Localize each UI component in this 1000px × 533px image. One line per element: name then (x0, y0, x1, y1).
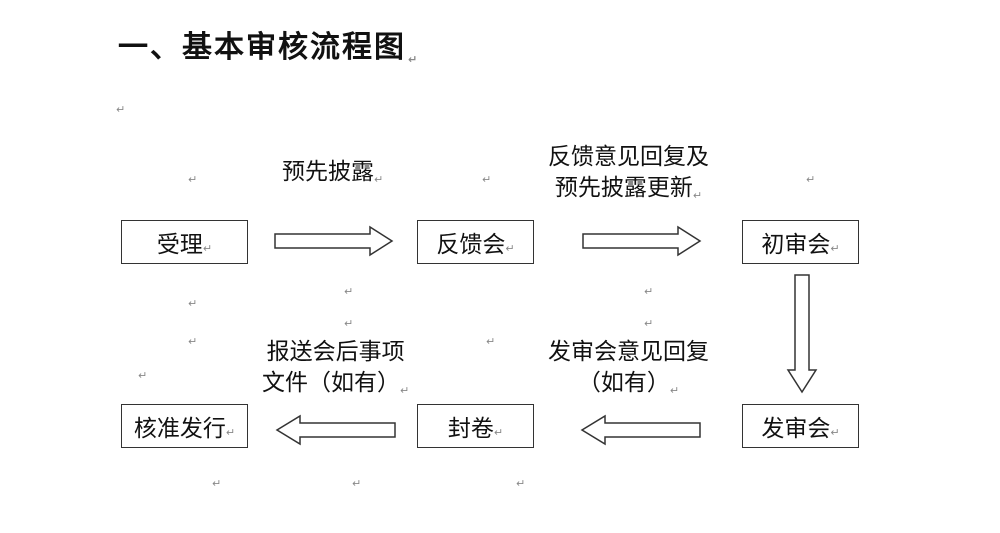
edge-label-line: 反馈意见回复及 (548, 144, 709, 170)
page-title: 一、基本审核流程图↵ (118, 30, 420, 66)
right-arrow-icon (582, 225, 702, 257)
edge-label-baosong: 报送会后事项 文件（如有）↵ (262, 337, 409, 399)
paragraph-mark: ↵ (202, 241, 213, 255)
paragraph-mark: ↵ (188, 297, 198, 310)
node-label: 反馈会 (436, 232, 506, 258)
paragraph-mark: ↵ (212, 477, 222, 490)
paragraph-mark: ↵ (400, 384, 410, 397)
edge-label-yuxian-pilu: 预先披露↵ (282, 159, 384, 186)
node-fashenhui: 发审会↵ (742, 404, 859, 448)
paragraph-mark: ↵ (344, 317, 354, 330)
paragraph-mark: ↵ (806, 173, 816, 186)
edge-label-line: 发审会意见回复 (548, 339, 709, 365)
node-label: 发审会 (761, 416, 831, 442)
down-arrow-icon (786, 274, 818, 394)
paragraph-mark: ↵ (188, 335, 198, 348)
paragraph-mark: ↵ (644, 317, 654, 330)
paragraph-mark: ↵ (669, 384, 680, 397)
node-label: 封卷 (447, 416, 494, 442)
edge-label-line: （如有）↵ (577, 370, 680, 397)
edge-label-line: 文件（如有）↵ (262, 370, 410, 397)
left-arrow-icon (275, 414, 396, 446)
paragraph-mark: ↵ (374, 173, 384, 186)
paragraph-mark: ↵ (116, 103, 126, 116)
edge-label-fankui-huifu: 反馈意见回复及 预先披露更新↵ (548, 142, 709, 204)
paragraph-mark: ↵ (482, 173, 492, 186)
node-shouli: 受理↵ (121, 220, 248, 264)
paragraph-mark: ↵ (516, 477, 526, 490)
paragraph-mark: ↵ (138, 369, 148, 382)
paragraph-mark: ↵ (408, 53, 420, 66)
right-arrow-icon (274, 225, 394, 257)
paragraph-mark: ↵ (493, 425, 504, 439)
paragraph-mark: ↵ (188, 173, 198, 186)
paragraph-mark: ↵ (830, 425, 840, 439)
left-arrow-icon (580, 414, 701, 446)
node-label: 初审会 (761, 232, 831, 258)
node-label: 核准发行 (133, 416, 226, 442)
node-hezhunfaxing: 核准发行↵ (121, 404, 248, 448)
paragraph-mark: ↵ (225, 425, 236, 439)
paragraph-mark: ↵ (830, 241, 840, 255)
paragraph-mark: ↵ (344, 285, 354, 298)
node-fengjuan: 封卷↵ (417, 404, 534, 448)
edge-label-line: 预先披露更新↵ (554, 175, 703, 202)
node-fankuihui: 反馈会↵ (417, 220, 534, 264)
node-chushenhui: 初审会↵ (742, 220, 859, 264)
paragraph-mark: ↵ (692, 189, 703, 202)
paragraph-mark: ↵ (352, 477, 362, 490)
node-label: 受理 (156, 232, 203, 258)
edge-label-line: 报送会后事项 (266, 339, 405, 365)
edge-label-fashen-huifu: 发审会意见回复 （如有）↵ (548, 337, 709, 399)
paragraph-mark: ↵ (644, 285, 654, 298)
paragraph-mark: ↵ (486, 335, 496, 348)
paragraph-mark: ↵ (505, 241, 515, 255)
